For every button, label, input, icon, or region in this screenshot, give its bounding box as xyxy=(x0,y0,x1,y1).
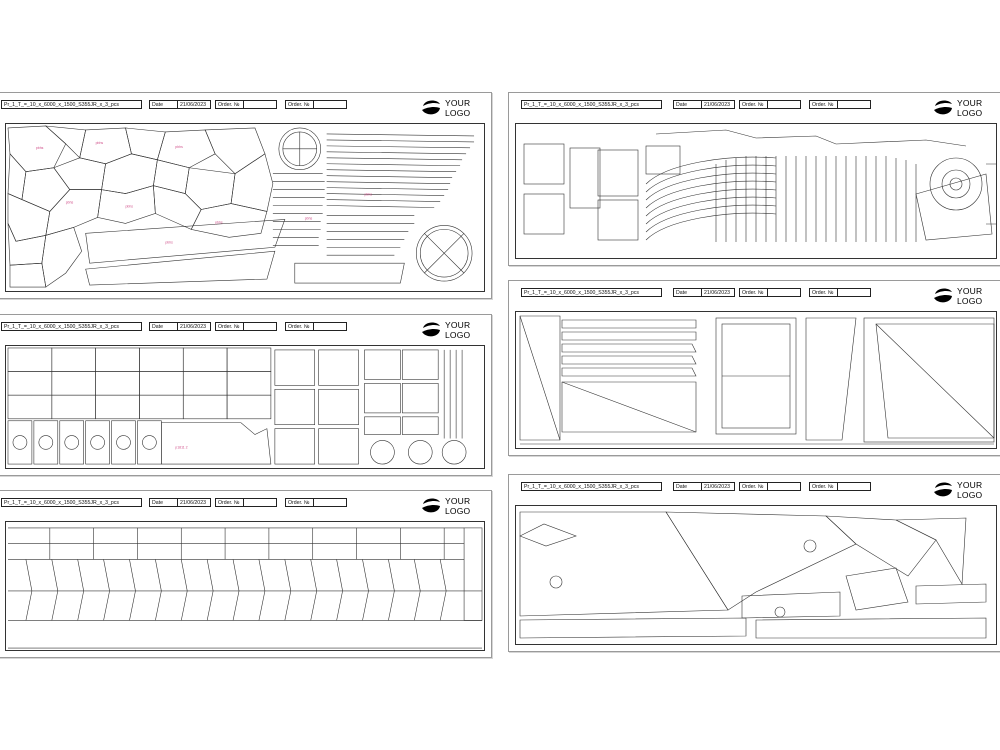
nesting-sheet-6: Pr_1_T_=_10_x_6000_x_1500_S355JR_x_3_pcs… xyxy=(508,474,1000,652)
order-field-2: Order. № xyxy=(809,482,871,491)
nesting-canvas: p1811 2 xyxy=(5,345,485,469)
logo-swirl-icon xyxy=(934,288,952,303)
file-name-field: Pr_1_T_=_10_x_6000_x_1500_S355JR_x_3_pcs xyxy=(521,100,662,109)
file-name-field: Pr_1_T_=_10_x_6000_x_1500_S355JR_x_3_pcs xyxy=(1,322,142,331)
order-field-2: Order. № xyxy=(809,288,871,297)
svg-text:pbhs: pbhs xyxy=(66,201,74,205)
nesting-canvas xyxy=(515,311,997,449)
nesting-sheet-1: Pr_1_T_=_10_x_6000_x_1500_S355JR_x_3_pcs… xyxy=(0,92,492,299)
nesting-canvas xyxy=(515,505,997,645)
file-name-field: Pr_1_T_=_10_x_6000_x_1500_S355JR_x_3_pcs xyxy=(521,288,662,297)
nesting-sheet-2: Pr_1_T_=_10_x_6000_x_1500_S355JR_x_3_pcs… xyxy=(508,92,1000,266)
svg-text:p1811 2: p1811 2 xyxy=(175,445,187,449)
svg-text:pbhs: pbhs xyxy=(175,145,183,149)
logo-swirl-icon xyxy=(422,498,440,513)
order-field-2: Order. № xyxy=(809,100,871,109)
nesting-sheet-4: Pr_1_T_=_10_x_6000_x_1500_S355JR_x_3_pcs… xyxy=(508,280,1000,456)
order-field: Order. № xyxy=(215,498,277,507)
order-field-2: Order. № xyxy=(285,322,347,331)
svg-text:pbhs: pbhs xyxy=(165,240,173,244)
nesting-sheet-3: Pr_1_T_=_10_x_6000_x_1500_S355JR_x_3_pcs… xyxy=(0,314,492,476)
order-field-2: Order. № xyxy=(285,100,347,109)
logo-swirl-icon xyxy=(422,322,440,337)
svg-text:pbhs: pbhs xyxy=(365,193,373,197)
file-name-field: Pr_1_T_=_10_x_6000_x_1500_S355JR_x_3_pcs xyxy=(1,498,142,507)
svg-text:pbhs: pbhs xyxy=(96,141,104,145)
logo-swirl-icon xyxy=(934,482,952,497)
svg-text:pbhs: pbhs xyxy=(215,220,223,224)
order-field: Order. № xyxy=(739,482,801,491)
file-name-field: Pr_1_T_=_10_x_6000_x_1500_S355JR_x_3_pcs xyxy=(521,482,662,491)
logo-swirl-icon xyxy=(934,100,952,115)
order-field: Order. № xyxy=(739,100,801,109)
logo-swirl-icon xyxy=(422,100,440,115)
nesting-canvas: pbhs pbhs pbhs pbhs pbhs pbhs pbhs pbhs pbhs xyxy=(5,123,485,292)
order-field-2: Order. № xyxy=(285,498,347,507)
order-field: Order. № xyxy=(739,288,801,297)
strip-parts-area xyxy=(272,127,475,284)
nesting-canvas xyxy=(5,521,485,651)
nesting-canvas xyxy=(515,123,997,259)
svg-text:pbhs: pbhs xyxy=(126,205,134,209)
svg-text:pbhs: pbhs xyxy=(36,146,44,150)
order-field: Order. № xyxy=(215,100,277,109)
polygon-parts-area xyxy=(7,125,286,288)
file-name-field: Pr_1_T_=_10_x_6000_x_1500_S355JR_x_3_pcs xyxy=(1,100,142,109)
nesting-sheet-5: Pr_1_T_=_10_x_6000_x_1500_S355JR_x_3_pcs… xyxy=(0,490,492,658)
svg-text:pbhs: pbhs xyxy=(305,216,313,220)
order-field: Order. № xyxy=(215,322,277,331)
